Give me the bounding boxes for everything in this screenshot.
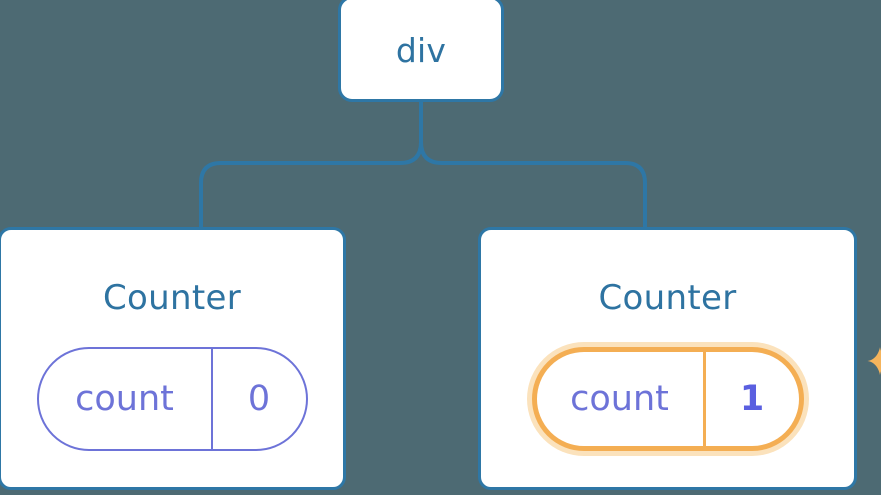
state-value-left: 0 [210, 349, 306, 449]
node-counter-left-title: Counter [103, 278, 241, 318]
state-pill-right[interactable]: count 1 [531, 347, 804, 451]
state-value-right: 1 [702, 352, 799, 446]
node-counter-right[interactable]: Counter count 1 [478, 227, 881, 490]
state-pill-wrapper-right: count 1 [531, 347, 881, 451]
node-counter-left[interactable]: Counter count 0 [0, 227, 346, 490]
node-counter-right-title: Counter [598, 278, 737, 318]
state-key-right: count [570, 379, 669, 419]
state-pill-wrapper-left: count 0 [36, 347, 308, 451]
node-div-title: div [395, 31, 447, 70]
sparkle-icon [867, 347, 881, 375]
sparkle-group [867, 347, 881, 375]
node-div[interactable]: div [338, 0, 504, 102]
state-key-left: count [75, 379, 174, 419]
state-pill-left[interactable]: count 0 [36, 347, 308, 451]
